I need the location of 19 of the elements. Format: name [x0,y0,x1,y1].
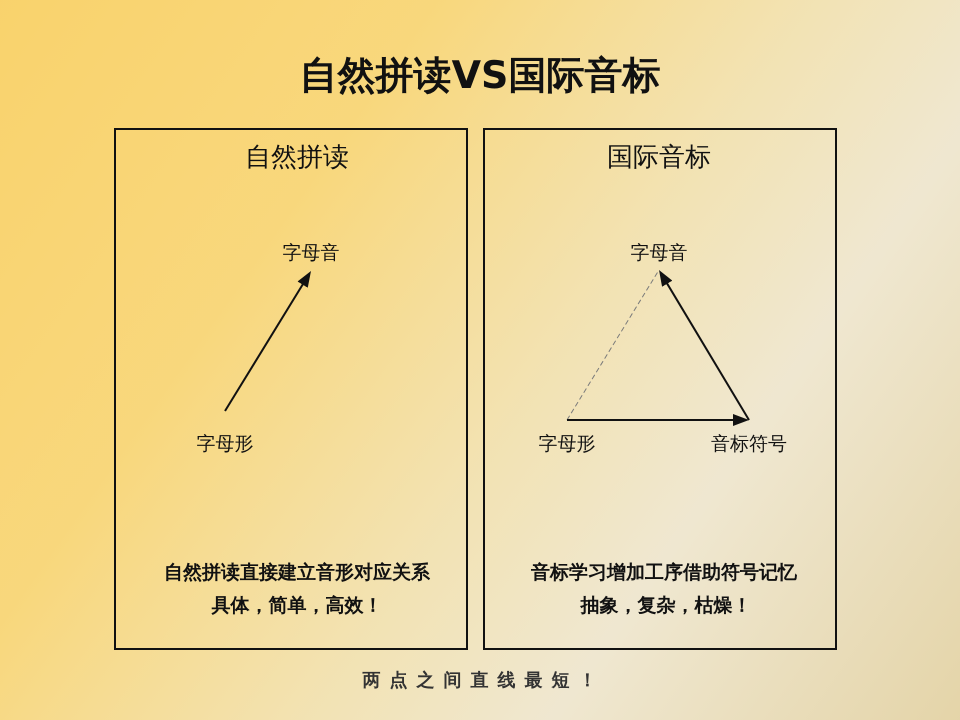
summary-text: 抽象，复杂，枯燥！ [580,594,752,618]
node-label: 字母音 [630,243,688,264]
caption: 两点之间直线最短！ [362,670,606,692]
panel-heading: 自然拼读 [245,142,349,174]
node-label: 字母音 [282,243,340,264]
node-label: 音标符号 [711,434,787,455]
panel-heading: 国际音标 [607,142,711,174]
title: 自然拼读VS国际音标 [300,53,660,99]
node-label: 字母形 [538,434,596,455]
arrow [659,270,750,421]
dashed-line [566,270,660,420]
arrow [567,414,749,426]
panel-box [483,128,837,650]
arrow [224,271,311,412]
panel-box [114,128,468,650]
summary-text: 具体，简单，高效！ [212,594,382,618]
node-label: 字母形 [196,434,254,455]
summary-text: 音标学习增加工序借助符号记忆 [531,562,797,584]
summary-text: 自然拼读直接建立音形对应关系 [164,562,430,584]
